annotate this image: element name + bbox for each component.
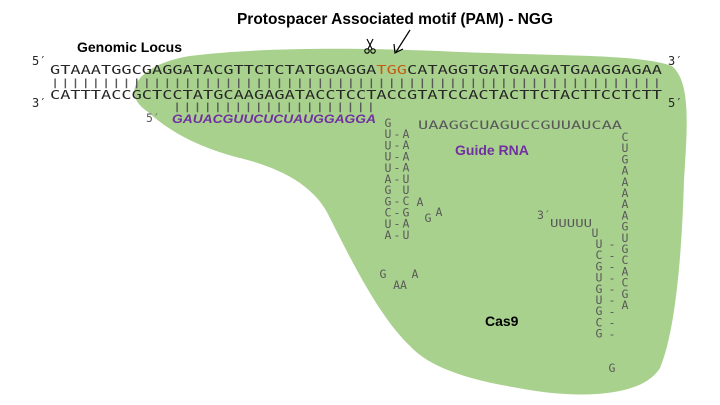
hairpin-right-base: A xyxy=(622,186,629,200)
hairpin-left-base: C xyxy=(596,315,603,329)
hairpin-pair-bond: - xyxy=(609,304,616,318)
stem1-right-base: A xyxy=(403,161,410,175)
stem1-pair-bond: - xyxy=(394,161,401,175)
top-strand-5prime-label: 5′ xyxy=(32,54,46,68)
stem1-left-base: U xyxy=(385,150,392,164)
spacer-5prime-label: 5′ xyxy=(146,111,160,125)
hairpin-left-base: U xyxy=(596,271,603,285)
stem1-right-base: U xyxy=(403,228,410,242)
cas9-protein-shape xyxy=(134,48,687,395)
dna-base-pair-ticks: ||||||||||||||||||||||||||||||||||||||||… xyxy=(50,78,662,89)
stem1-pair-bond: - xyxy=(394,228,401,242)
hairpin-left-base: U xyxy=(596,293,603,307)
hairpin-left-base: G xyxy=(596,259,603,273)
stem1-right-base: C xyxy=(403,194,410,208)
hairpin-left-base: G xyxy=(596,327,603,341)
spacer-base-pair-ticks: |||||||||||||||||||| xyxy=(172,102,376,113)
tail-3prime-label: 3′ xyxy=(537,208,551,222)
hairpin-pair-bond: - xyxy=(609,248,616,262)
top-strand-before-pam: GTAAATGGCGAGGATACGTTCTCTATGGAGGA xyxy=(50,63,377,77)
stem1-left-base: C xyxy=(385,206,392,220)
stem1-right-base: A xyxy=(403,217,410,231)
stem1-pair-bond: - xyxy=(394,138,401,152)
hairpin-right-base: C xyxy=(622,130,629,144)
hairpin-right-base: A xyxy=(622,175,629,189)
genomic-locus-label: Genomic Locus xyxy=(77,39,182,55)
stem1-pair-bond: - xyxy=(394,194,401,208)
stem1-left-base: A xyxy=(385,172,392,186)
hairpin-left-base: C xyxy=(596,248,603,262)
stem1-left-base: A xyxy=(385,228,392,242)
hairpin-left-base: G xyxy=(596,282,603,296)
stem1-right-base: A xyxy=(403,149,410,163)
hairpin-right-base: A xyxy=(622,197,629,211)
hairpin-left-base: G xyxy=(596,304,603,318)
stem1-right-base: A xyxy=(403,127,410,141)
top-strand-3prime-label: 3′ xyxy=(668,54,682,68)
scissors-icon xyxy=(364,38,376,54)
down-arrow-icon xyxy=(393,29,411,54)
spacer-rna-sequence: GAUACGUUCUCUAUGGAGGA xyxy=(172,112,376,126)
hairpin-right-base: A xyxy=(622,298,629,312)
stem1-right-base: U xyxy=(403,172,410,186)
tail-3prime-sequence: UUUUU xyxy=(550,217,592,230)
stem1-left-base: G xyxy=(385,194,392,208)
stem1-left-base: U xyxy=(385,138,392,152)
hairpin-bottom-loop-base: G xyxy=(609,361,616,375)
hairpin-right-base: U xyxy=(622,141,629,155)
hairpin-right-base: G xyxy=(622,287,629,301)
bottom-dna-strand: CATTTACCGCTCCTATGCAAGAGATACCTCCTACCGTATC… xyxy=(50,88,663,102)
hairpin-right-base: A xyxy=(622,164,629,178)
hairpin-right-base: C xyxy=(622,276,629,290)
guide-rna-label: Guide RNA xyxy=(455,142,529,158)
stem1-left-base: U xyxy=(385,161,392,175)
stem1-loop-base: AA xyxy=(393,278,407,292)
stem1-loop-base: A xyxy=(412,267,419,281)
pam-sequence: TGG xyxy=(376,63,407,77)
hairpin-right-base: G xyxy=(622,220,629,234)
stem1-loop-base: A xyxy=(417,195,424,209)
stem1-loop-base: G xyxy=(380,267,387,281)
bottom-strand-3prime-label: 3′ xyxy=(32,96,46,110)
stem1-pair-bond: - xyxy=(394,205,401,219)
hairpin-right-base: A xyxy=(622,264,629,278)
hairpin-pair-bond: - xyxy=(609,271,616,285)
stem1-left-base: G xyxy=(385,183,392,197)
stem1-loop-base: G xyxy=(425,211,432,225)
hairpin-pair-bond: - xyxy=(609,316,616,330)
hairpin-right-base: G xyxy=(622,242,629,256)
stem1-loop-base: A xyxy=(436,205,443,219)
stem1-pair-bond: - xyxy=(394,217,401,231)
hairpin-pair-bond: - xyxy=(609,282,616,296)
stem1-pair-bond: - xyxy=(394,127,401,141)
hairpin-right-base: A xyxy=(622,208,629,222)
bottom-strand-5prime-label: 5′ xyxy=(668,96,682,110)
hairpin-left-base: U xyxy=(596,237,603,251)
stem1-right-base: U xyxy=(403,183,410,197)
hairpin-pair-bond: - xyxy=(609,327,616,341)
hairpin-right-base: C xyxy=(622,253,629,267)
stem1-left-base: U xyxy=(385,127,392,141)
stem1-left-base: G xyxy=(385,116,392,130)
cas9-label: Cas9 xyxy=(485,313,519,329)
stem1-pair-bond: - xyxy=(394,172,401,186)
top-strand-after-pam: CATAGGTGATGAAGATGAAGGAGAA xyxy=(407,63,663,77)
pam-title: Protospacer Associated motif (PAM) - NGG xyxy=(237,11,553,28)
hairpin-right-base: G xyxy=(622,152,629,166)
stem1-right-base: G xyxy=(403,205,410,219)
hairpin-pair-bond: - xyxy=(609,260,616,274)
tracr-top-sequence: UAAGGCUAGUCCGUUAUCAA xyxy=(418,118,622,132)
stem1-pair-bond: - xyxy=(394,149,401,163)
hairpin-pair-bond: - xyxy=(609,237,616,251)
hairpin-pair-bond: - xyxy=(609,293,616,307)
stem1-left-base: U xyxy=(385,217,392,231)
hairpin-connector-base: U xyxy=(592,226,599,240)
hairpin-right-base: U xyxy=(622,231,629,245)
stem1-right-base: A xyxy=(403,138,410,152)
